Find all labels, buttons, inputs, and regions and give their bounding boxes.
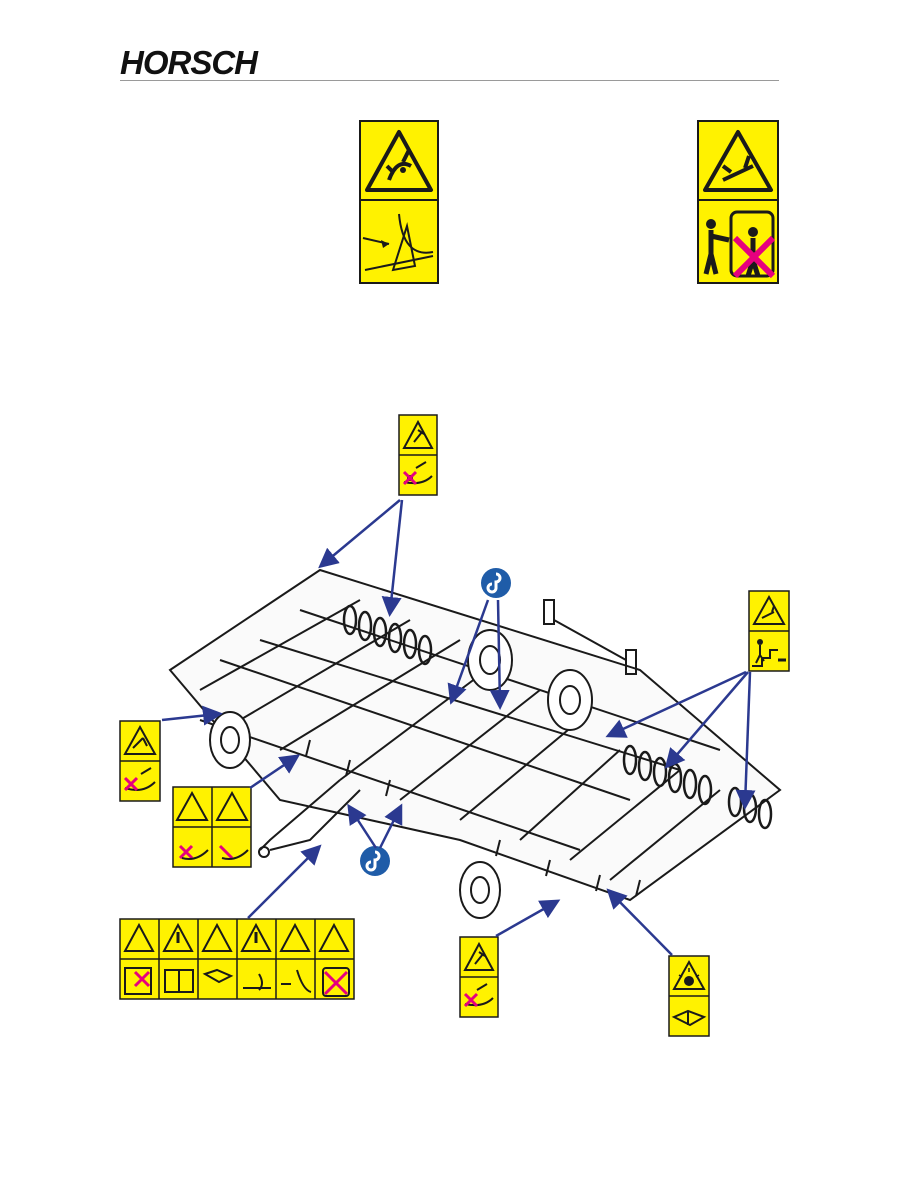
pointer-arrows bbox=[0, 0, 918, 1188]
